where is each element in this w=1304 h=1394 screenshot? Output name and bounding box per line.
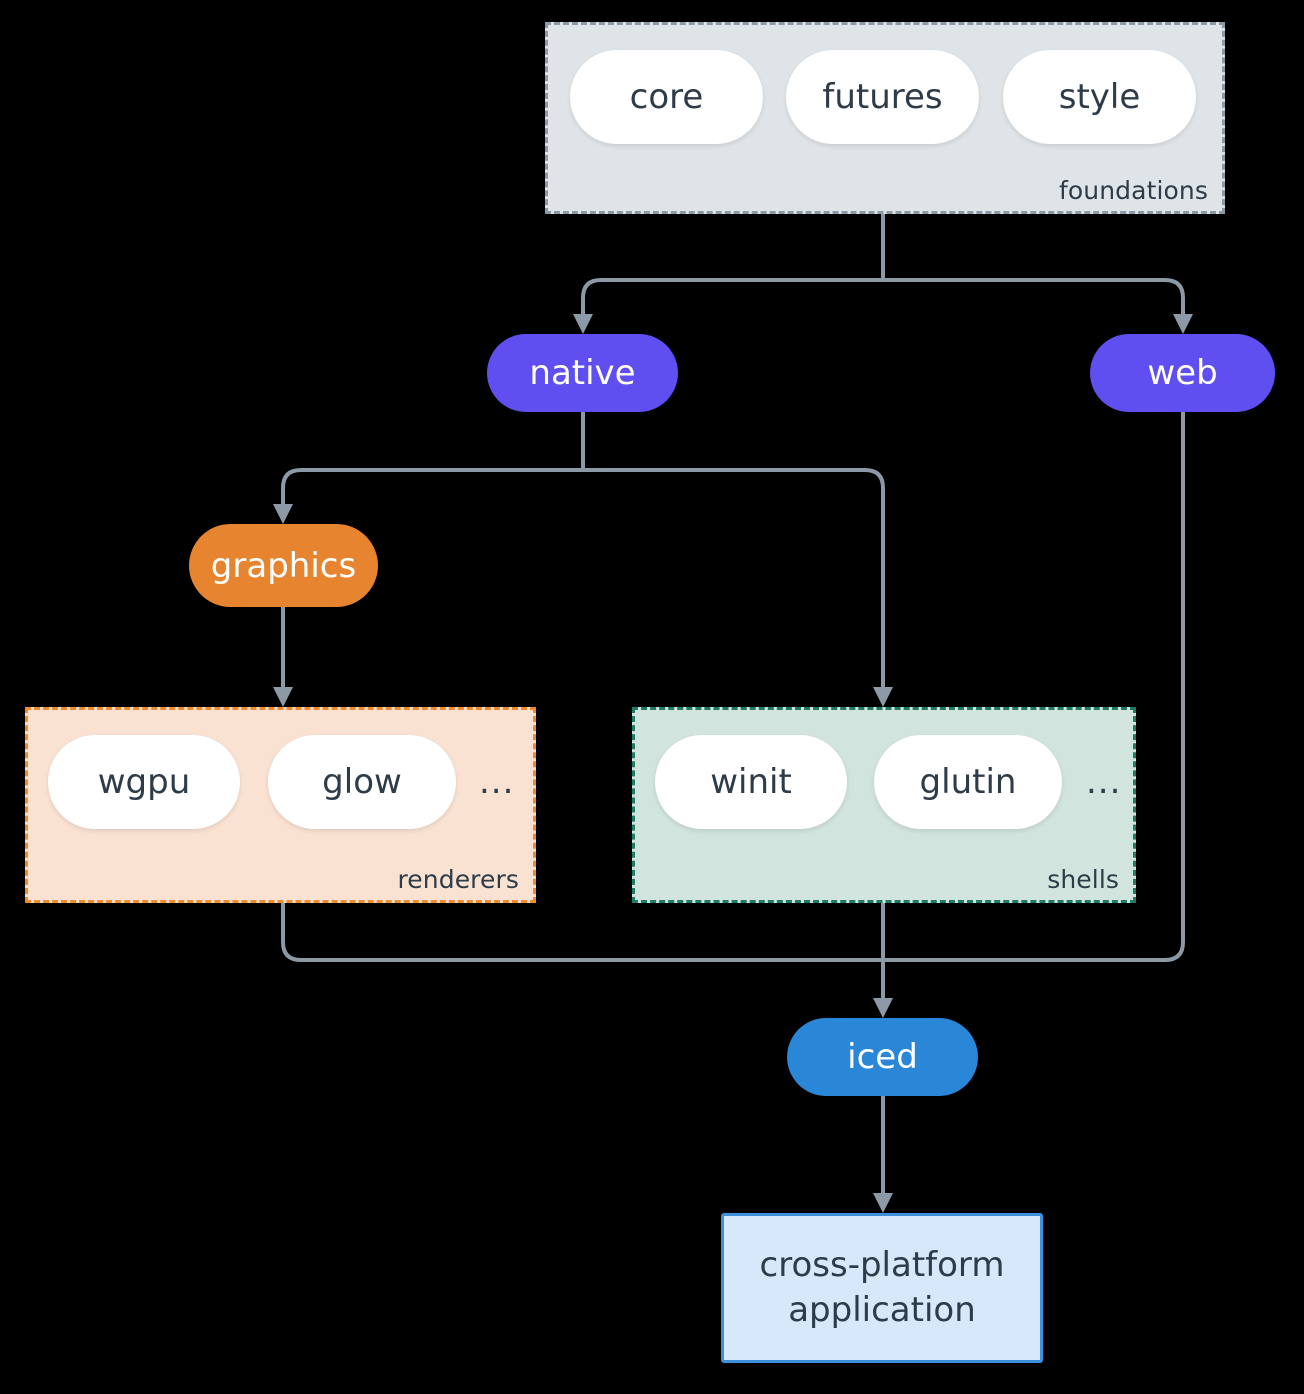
application-line-2: application [788,1290,976,1330]
arrowhead-shells [873,687,893,707]
node-core[interactable]: core [570,50,763,144]
edge-renderers-to-join [281,903,883,962]
arrowhead-renderers [273,687,293,707]
node-cross-platform-application[interactable]: cross-platform application [721,1213,1043,1363]
group-shells-label: shells [1047,865,1119,894]
arrowhead-iced [873,998,893,1018]
group-renderers-label: renderers [397,865,519,894]
arrowhead-web [1173,314,1193,334]
edge-native-to-shells [583,468,885,691]
arrowhead-application [873,1193,893,1213]
shells-more-ellipsis: ... [1086,762,1122,802]
node-iced[interactable]: iced [787,1018,978,1096]
node-glutin[interactable]: glutin [874,735,1062,829]
group-foundations-label: foundations [1059,176,1208,205]
edge-native-to-graphics [281,468,583,508]
node-wgpu[interactable]: wgpu [48,735,240,829]
node-style[interactable]: style [1003,50,1196,144]
edge-foundations-to-native [581,278,883,318]
node-web[interactable]: web [1090,334,1275,412]
arrowhead-native [573,314,593,334]
arrowhead-graphics [273,504,293,524]
renderers-more-ellipsis: ... [479,762,515,802]
node-futures[interactable]: futures [786,50,979,144]
edge-foundations-to-web [883,278,1185,318]
node-glow[interactable]: glow [268,735,456,829]
application-line-1: cross-platform [759,1245,1005,1286]
node-winit[interactable]: winit [655,735,847,829]
node-graphics[interactable]: graphics [189,524,378,607]
node-native[interactable]: native [487,334,678,412]
